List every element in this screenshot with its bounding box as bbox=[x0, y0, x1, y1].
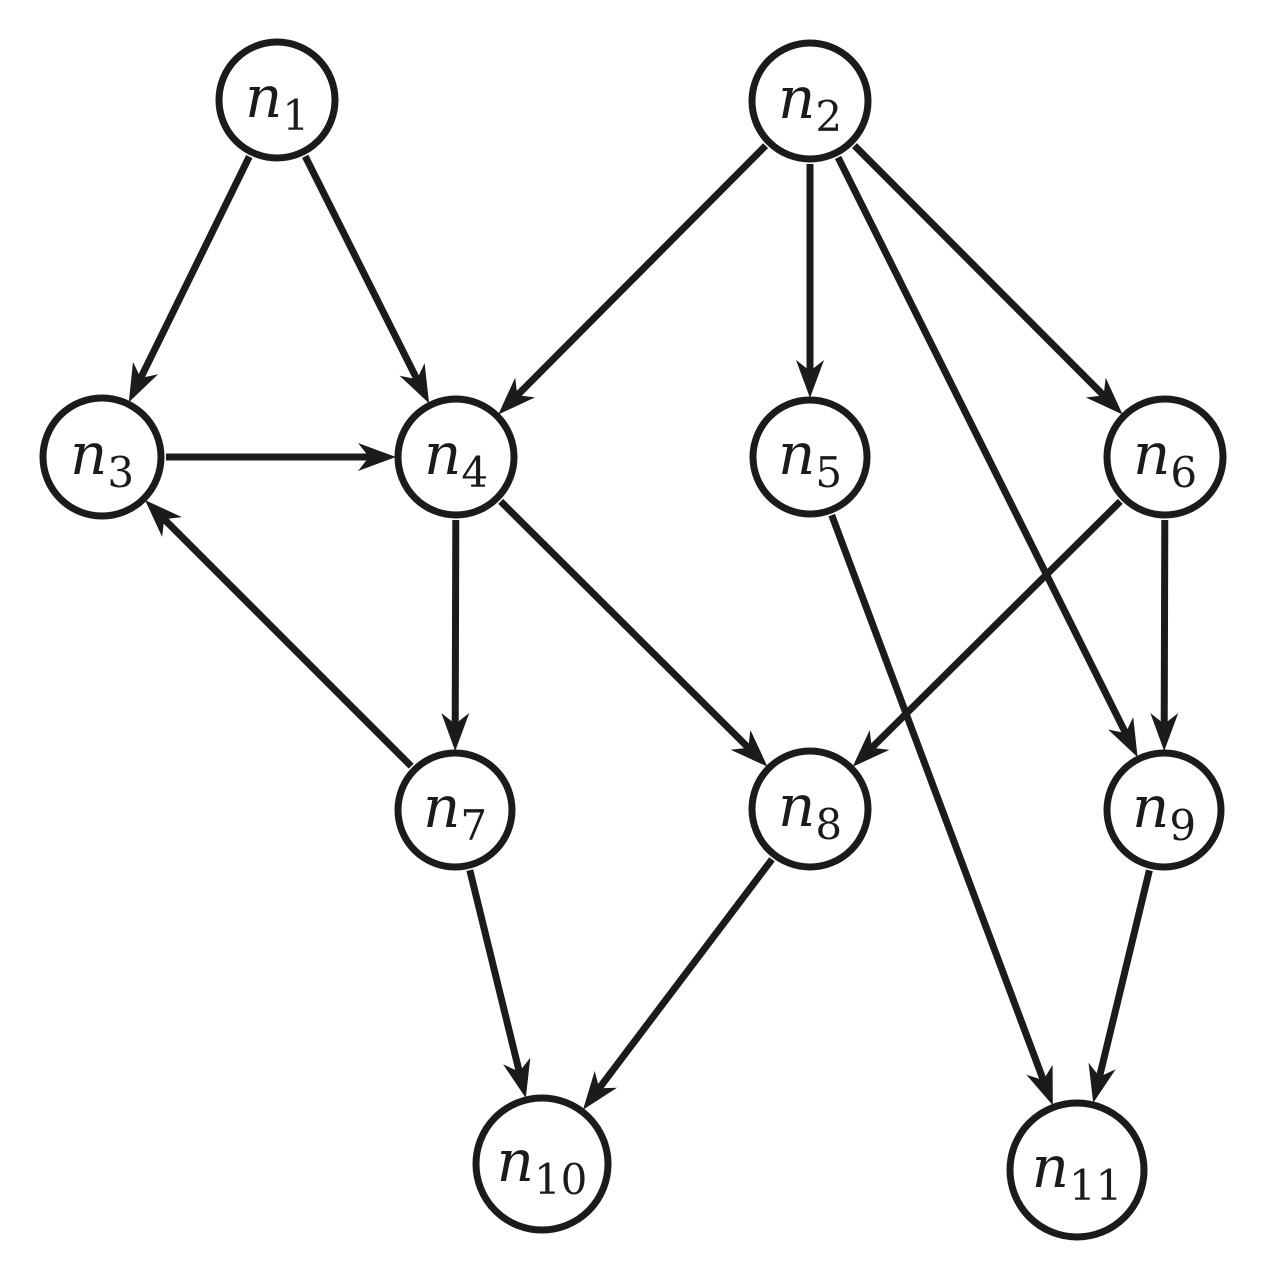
node-label-n9: n9 bbox=[1132, 773, 1196, 850]
node-circle-n3 bbox=[39, 394, 165, 520]
node-n6: n6 bbox=[1103, 395, 1227, 519]
edge-n4-n7 bbox=[451, 519, 460, 728]
node-label-n8: n8 bbox=[778, 772, 842, 849]
edge-n8-n10 bbox=[594, 857, 775, 1093]
node-label-n2: n2 bbox=[778, 64, 842, 141]
node-label-n5: n5 bbox=[778, 420, 842, 497]
node-circle-n2 bbox=[748, 39, 872, 163]
node-circle-n5 bbox=[749, 396, 871, 518]
node-n10: n10 bbox=[472, 1094, 612, 1234]
node-label-n6: n6 bbox=[1133, 420, 1197, 497]
arrowhead-n2-n4 bbox=[498, 377, 535, 415]
node-n8: n8 bbox=[748, 747, 872, 871]
node-circle-n8 bbox=[748, 747, 872, 871]
node-label-n11: n11 bbox=[1032, 1133, 1123, 1210]
arrowhead-n6-n8 bbox=[852, 730, 890, 767]
arrowhead-n4-n7 bbox=[441, 713, 470, 751]
arrowhead-n2-n6 bbox=[1085, 377, 1123, 415]
arrowhead-n7-n3 bbox=[145, 500, 182, 537]
node-circle-n4 bbox=[394, 395, 518, 519]
node-n4: n4 bbox=[394, 395, 518, 519]
edge-n1-n3 bbox=[136, 155, 253, 383]
arrowhead-n7-n10 bbox=[503, 1057, 531, 1098]
node-circle-n10 bbox=[472, 1094, 612, 1234]
node-n3: n3 bbox=[39, 394, 165, 520]
arrowhead-n6-n9 bbox=[1150, 713, 1179, 751]
node-n1: n1 bbox=[215, 38, 339, 162]
arrowhead-n5-n11 bbox=[1026, 1064, 1053, 1106]
node-label-n10: n10 bbox=[497, 1127, 588, 1204]
edge-n6-n8 bbox=[867, 498, 1123, 753]
node-label-n4: n4 bbox=[424, 420, 488, 497]
node-n9: n9 bbox=[1103, 749, 1225, 871]
node-label-n1: n1 bbox=[245, 63, 309, 140]
node-circle-n11 bbox=[1006, 1099, 1148, 1241]
node-label-n7: n7 bbox=[423, 773, 487, 850]
edge-n2-n6 bbox=[852, 143, 1109, 400]
node-circle-n6 bbox=[1103, 395, 1227, 519]
arrowhead-n2-n9 bbox=[1108, 717, 1138, 758]
edge-n4-n8 bbox=[498, 498, 753, 753]
arrowhead-n2-n5 bbox=[796, 360, 824, 398]
arrowhead-n3-n4 bbox=[358, 443, 396, 471]
arrowhead-n4-n8 bbox=[730, 730, 768, 767]
node-circle-n1 bbox=[215, 38, 339, 162]
node-n5: n5 bbox=[749, 396, 871, 518]
edge-n2-n9 bbox=[834, 155, 1131, 738]
edge-n9-n11 bbox=[1095, 869, 1153, 1081]
node-n2: n2 bbox=[748, 39, 872, 163]
arrowhead-n9-n11 bbox=[1088, 1062, 1116, 1103]
edge-n6-n9 bbox=[1160, 519, 1169, 728]
arrowhead-n1-n3 bbox=[128, 361, 159, 403]
node-n7: n7 bbox=[394, 749, 516, 871]
node-label-n3: n3 bbox=[70, 420, 134, 497]
edge-n7-n3 bbox=[159, 514, 414, 769]
edge-n7-n10 bbox=[466, 869, 524, 1076]
edge-n1-n4 bbox=[302, 154, 422, 384]
edge-n5-n11 bbox=[828, 513, 1048, 1085]
node-n11: n11 bbox=[1006, 1099, 1148, 1241]
node-circle-n7 bbox=[394, 749, 516, 871]
arrowhead-n8-n10 bbox=[583, 1071, 617, 1110]
node-circle-n9 bbox=[1103, 749, 1225, 871]
edge-n2-n4 bbox=[512, 143, 769, 400]
arrowhead-n1-n4 bbox=[399, 363, 430, 404]
